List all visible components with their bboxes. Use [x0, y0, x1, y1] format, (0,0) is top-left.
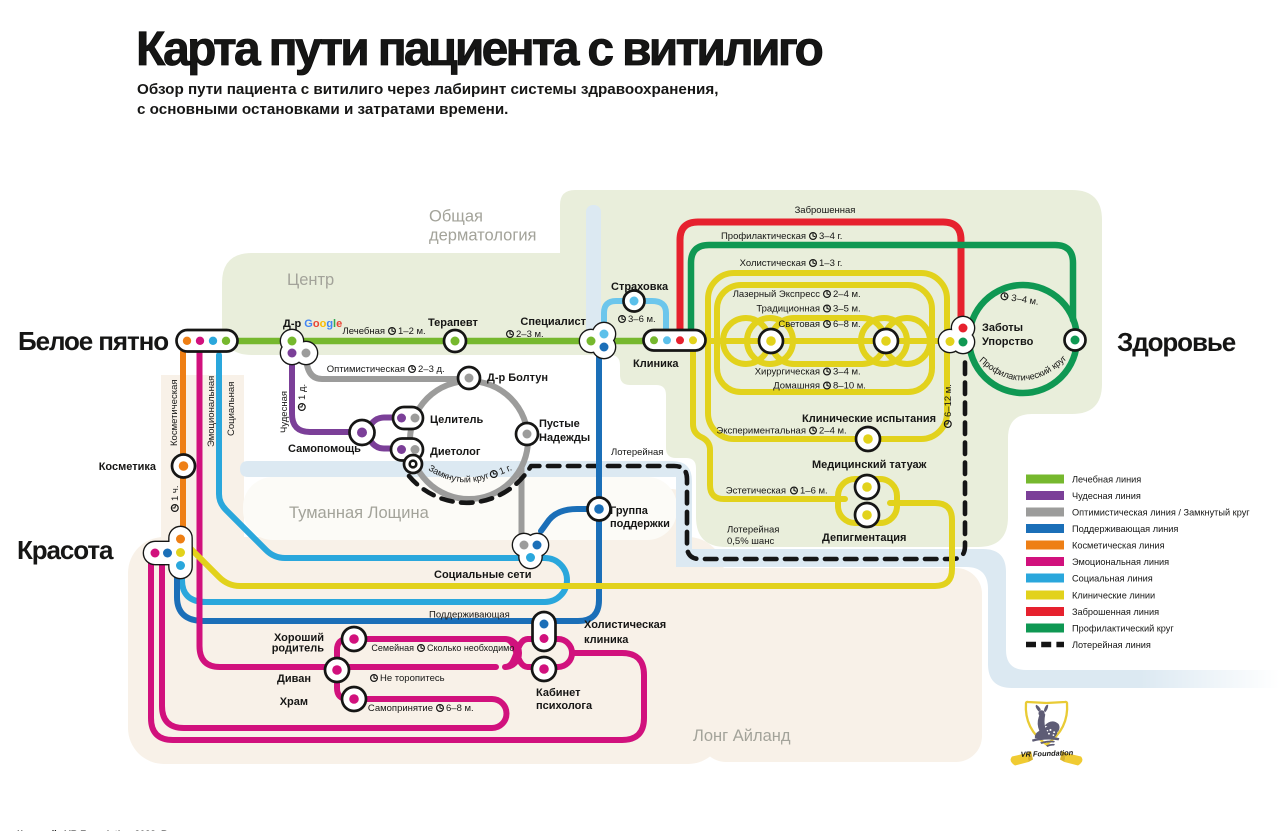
svg-text:Красота: Красота: [17, 535, 114, 565]
svg-text:Упорство: Упорство: [982, 336, 1034, 348]
svg-text:родитель: родитель: [272, 643, 325, 655]
svg-text:Заброшенная: Заброшенная: [795, 205, 856, 216]
svg-text:Пустые: Пустые: [539, 418, 580, 430]
svg-text:Эмоциональная: Эмоциональная: [206, 376, 217, 447]
svg-text:Профилактическая: Профилактическая: [721, 231, 806, 242]
svg-text:Общая: Общая: [429, 208, 483, 226]
svg-text:Храм: Храм: [280, 696, 308, 708]
svg-text:Экспериментальная: Экспериментальная: [716, 426, 806, 437]
svg-text:3–4 м.: 3–4 м.: [833, 367, 861, 378]
svg-text:Домашняя: Домашняя: [773, 381, 820, 392]
svg-text:Заброшенная линия: Заброшенная линия: [1072, 607, 1159, 617]
svg-text:Клинические испытания: Клинические испытания: [802, 413, 936, 425]
svg-text:Д-р Google: Д-р Google: [283, 318, 342, 330]
svg-text:2–4 м.: 2–4 м.: [819, 426, 847, 437]
svg-text:Карта пути пациента с витилиго: Карта пути пациента с витилиго: [136, 23, 822, 76]
svg-text:2–3 м.: 2–3 м.: [516, 329, 544, 340]
svg-text:Хороший: Хороший: [274, 632, 324, 644]
svg-text:6–8 м.: 6–8 м.: [446, 703, 474, 714]
svg-text:3–4 г.: 3–4 г.: [819, 231, 842, 242]
svg-text:Лотерейная: Лотерейная: [611, 447, 663, 458]
svg-text:Холистическая: Холистическая: [584, 619, 666, 631]
svg-text:1 ч.: 1 ч.: [170, 485, 181, 501]
svg-text:3–5 м.: 3–5 м.: [833, 304, 861, 315]
svg-text:Световая: Световая: [778, 319, 820, 330]
svg-text:Чудесная линия: Чудесная линия: [1072, 491, 1141, 501]
svg-text:Лазерный Экспресс: Лазерный Экспресс: [733, 289, 821, 300]
svg-text:Обзор пути пациента с витилиго: Обзор пути пациента с витилиго через лаб…: [137, 81, 718, 98]
svg-text:Лечебная: Лечебная: [343, 326, 385, 337]
svg-text:Эстетическая: Эстетическая: [726, 486, 786, 497]
svg-text:Хирургическая: Хирургическая: [755, 367, 820, 378]
svg-text:Эмоциональная линия: Эмоциональная линия: [1072, 557, 1169, 567]
svg-text:Семейная: Семейная: [371, 643, 414, 653]
svg-text:Заботы: Заботы: [982, 322, 1023, 334]
svg-text:Лотерейная линия: Лотерейная линия: [1072, 640, 1151, 650]
svg-text:Косметическая: Косметическая: [169, 380, 180, 447]
svg-text:3–6 м.: 3–6 м.: [628, 314, 656, 325]
svg-text:Социальная: Социальная: [226, 382, 237, 436]
svg-text:Лечебная линия: Лечебная линия: [1072, 475, 1141, 485]
svg-text:Косметическая линия: Косметическая линия: [1072, 541, 1165, 551]
svg-text:Самопринятие: Самопринятие: [368, 703, 433, 714]
svg-text:Диетолог: Диетолог: [430, 446, 481, 458]
svg-text:Центр: Центр: [287, 271, 334, 289]
svg-text:Оптимистическая: Оптимистическая: [327, 364, 405, 375]
svg-text:Туманная Лощина: Туманная Лощина: [289, 504, 430, 522]
svg-text:Поддерживающая линия: Поддерживающая линия: [1072, 524, 1178, 534]
svg-text:Здоровье: Здоровье: [1117, 327, 1236, 357]
svg-text:Кабинет: Кабинет: [536, 687, 581, 699]
svg-text:Чудесная: Чудесная: [279, 391, 290, 433]
svg-text:Социальная линия: Социальная линия: [1072, 574, 1153, 584]
svg-text:Группа: Группа: [610, 505, 649, 517]
svg-text:Диван: Диван: [277, 673, 311, 685]
svg-text:Страховка: Страховка: [611, 281, 669, 293]
svg-text:психолога: психолога: [536, 700, 593, 712]
svg-text:1 д.: 1 д.: [297, 384, 308, 400]
svg-text:Профилактический круг: Профилактический круг: [1072, 624, 1174, 634]
svg-text:1–2 м.: 1–2 м.: [398, 326, 426, 337]
svg-text:Социальные сети: Социальные сети: [434, 569, 532, 581]
svg-text:Лотерейная: Лотерейная: [727, 525, 779, 536]
svg-text:Копирайт VR Foundation 2023. В: Копирайт VR Foundation 2023. Все права з…: [17, 829, 262, 831]
svg-text:с основными остановками и затр: с основными остановками и затратами врем…: [137, 101, 508, 118]
svg-text:Сколько необходимо: Сколько необходимо: [427, 643, 514, 653]
svg-text:Оптимистическая линия / Замкну: Оптимистическая линия / Замкнутый круг: [1072, 508, 1250, 518]
svg-text:Клиника: Клиника: [633, 358, 679, 370]
svg-text:дерматология: дерматология: [429, 227, 536, 245]
svg-text:Холистическая: Холистическая: [740, 258, 806, 269]
svg-text:Специалист: Специалист: [520, 316, 586, 328]
svg-text:Депигментация: Депигментация: [822, 532, 906, 544]
svg-text:Д-р Болтун: Д-р Болтун: [487, 372, 548, 384]
svg-text:0,5% шанс: 0,5% шанс: [727, 536, 774, 547]
svg-text:1–3 г.: 1–3 г.: [819, 258, 842, 269]
svg-text:VR Foundation: VR Foundation: [1020, 748, 1073, 759]
svg-text:Надежды: Надежды: [539, 432, 590, 444]
svg-text:Поддерживающая: Поддерживающая: [429, 610, 510, 621]
svg-text:6–12 м.: 6–12 м.: [943, 384, 954, 417]
svg-text:Самопомощь: Самопомощь: [288, 443, 361, 455]
svg-text:1 г.: 1 г.: [498, 463, 514, 478]
svg-text:2–4 м.: 2–4 м.: [833, 289, 861, 300]
svg-text:Косметика: Косметика: [99, 461, 157, 473]
svg-text:6–8 м.: 6–8 м.: [833, 319, 861, 330]
svg-text:Не торопитесь: Не торопитесь: [380, 673, 445, 684]
svg-text:Белое пятно: Белое пятно: [18, 326, 168, 356]
svg-text:Лонг Айланд: Лонг Айланд: [693, 727, 791, 745]
svg-text:Целитель: Целитель: [430, 414, 484, 426]
svg-text:поддержки: поддержки: [610, 518, 670, 530]
svg-text:Традиционная: Традиционная: [756, 304, 820, 315]
svg-text:2–3 д.: 2–3 д.: [418, 364, 445, 375]
svg-text:8–10 м.: 8–10 м.: [833, 381, 866, 392]
svg-text:клиника: клиника: [584, 634, 629, 646]
svg-text:3–4 м.: 3–4 м.: [1010, 293, 1039, 308]
svg-text:Клинические линии: Клинические линии: [1072, 591, 1155, 601]
svg-text:Медицинский татуаж: Медицинский татуаж: [812, 459, 927, 471]
svg-text:Терапевт: Терапевт: [428, 317, 479, 329]
svg-text:1–6 м.: 1–6 м.: [800, 486, 828, 497]
